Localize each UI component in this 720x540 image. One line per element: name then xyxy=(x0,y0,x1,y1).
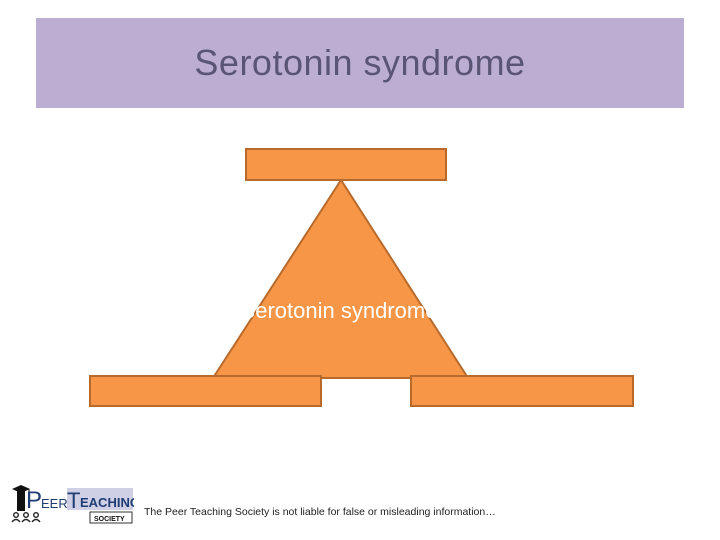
logo-text-eaching: EACHING xyxy=(80,495,134,510)
bottom-left-box xyxy=(89,375,322,407)
peer-teaching-society-logo: P EER T EACHING SOCIETY xyxy=(11,485,134,524)
center-label: Serotonin syndrome xyxy=(240,298,438,323)
bottom-right-box xyxy=(410,375,634,407)
slide-title: Serotonin syndrome xyxy=(194,42,526,83)
people-icon xyxy=(11,512,41,523)
central-triangle xyxy=(211,178,470,379)
graduate-icon xyxy=(12,485,30,511)
disclaimer-footer: The Peer Teaching Society is not liable … xyxy=(144,506,496,518)
top-box xyxy=(245,148,447,181)
logo-text-eer: EER xyxy=(41,496,68,511)
title-banner: Serotonin syndrome xyxy=(36,18,684,108)
logo-letter-t: T xyxy=(67,488,80,513)
logo-letter-p: P xyxy=(26,487,42,514)
logo-text-society: SOCIETY xyxy=(94,516,125,523)
